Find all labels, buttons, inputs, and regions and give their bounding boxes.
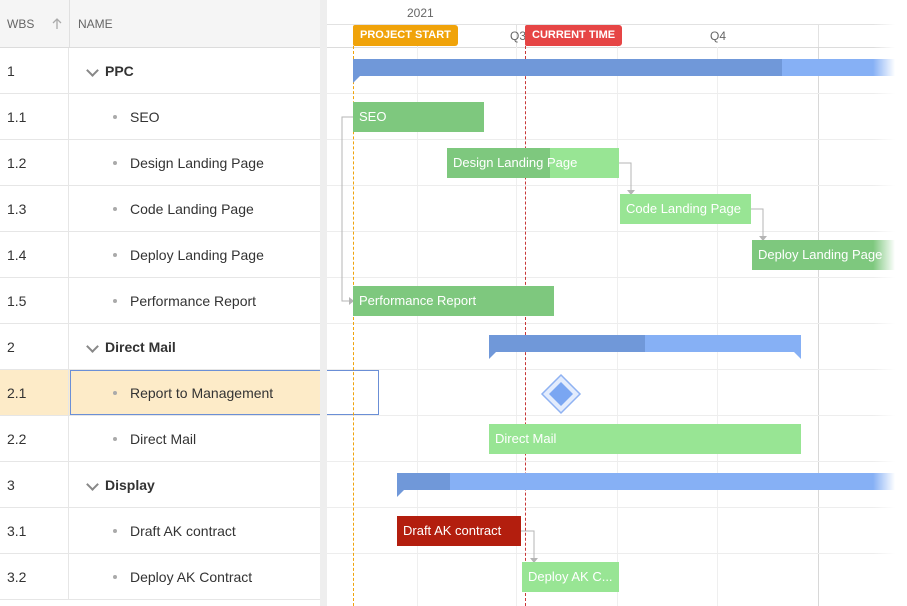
task-bar-deploy-landing-page[interactable]: Deploy Landing Page	[752, 240, 895, 270]
wbs-cell: 1.1	[0, 94, 69, 139]
bullet-icon	[113, 207, 117, 211]
summary-bar-display[interactable]	[397, 473, 451, 490]
grid-header: WBS NAME	[0, 0, 320, 48]
task-bar-design-landing-page[interactable]: Design Landing Page	[447, 148, 619, 178]
name-cell: SEO	[130, 109, 160, 125]
task-bar-direct-mail[interactable]: Direct Mail	[489, 424, 801, 454]
table-row[interactable]: 1 PPC	[0, 48, 320, 94]
table-row-selected[interactable]: 2.1 Report to Management	[0, 370, 379, 416]
quarter-label: Q3	[510, 29, 527, 43]
bullet-icon	[113, 161, 117, 165]
bullet-icon	[113, 253, 117, 257]
wbs-cell: 3.1	[0, 508, 69, 553]
bullet-icon	[113, 529, 117, 533]
year-label: 2021	[407, 6, 434, 20]
table-row[interactable]: 1.1 SEO	[0, 94, 320, 140]
name-cell: Design Landing Page	[130, 155, 264, 171]
arrow-up-icon[interactable]	[52, 17, 62, 31]
name-cell: Code Landing Page	[130, 201, 254, 217]
task-bar-deploy-ak-contract[interactable]: Deploy AK C...	[522, 562, 619, 592]
wbs-cell: 1.5	[0, 278, 69, 323]
name-cell: Deploy AK Contract	[130, 569, 253, 585]
bullet-icon	[113, 437, 117, 441]
table-row[interactable]: 1.2 Design Landing Page	[0, 140, 320, 186]
wbs-cell: 2	[0, 324, 69, 369]
name-column-header[interactable]: NAME	[78, 17, 113, 31]
bullet-icon	[113, 299, 117, 303]
wbs-column-header[interactable]: WBS	[7, 17, 35, 31]
name-cell: Display	[105, 477, 155, 493]
task-bar-code-landing-page[interactable]: Code Landing Page	[620, 194, 751, 224]
current-time-line	[525, 46, 526, 606]
project-start-line	[353, 46, 354, 606]
wbs-cell: 2.2	[0, 416, 69, 461]
wbs-cell: 1.3	[0, 186, 69, 231]
quarter-label: Q4	[710, 29, 727, 43]
name-cell: PPC	[105, 63, 134, 79]
wbs-cell: 1.4	[0, 232, 69, 277]
name-cell: Performance Report	[130, 293, 257, 309]
bullet-icon	[113, 115, 117, 119]
name-cell: Draft AK contract	[130, 523, 236, 539]
wbs-cell: 3.2	[0, 554, 69, 599]
wbs-cell: 1	[0, 48, 69, 93]
bullet-icon	[113, 391, 117, 395]
current-time-marker[interactable]: CURRENT TIME	[525, 25, 623, 46]
table-row[interactable]: 2.2 Direct Mail	[0, 416, 320, 462]
summary-bar-direct-mail[interactable]	[489, 335, 646, 352]
project-start-marker[interactable]: PROJECT START	[353, 25, 458, 46]
gantt-chart: 2021 Q3 Q4	[327, 0, 895, 606]
table-row[interactable]: 2 Direct Mail	[0, 324, 320, 370]
table-row[interactable]: 1.5 Performance Report	[0, 278, 320, 324]
name-cell: Direct Mail	[105, 339, 176, 355]
task-bar-draft-ak-contract[interactable]: Draft AK contract	[397, 516, 521, 546]
name-cell[interactable]: Report to Management	[70, 370, 379, 415]
task-bar-performance-report[interactable]: Performance Report	[353, 286, 554, 316]
table-row[interactable]: 3.1 Draft AK contract	[0, 508, 320, 554]
wbs-cell: 3	[0, 462, 69, 507]
wbs-cell: 1.2	[0, 140, 69, 185]
wbs-cell: 2.1	[0, 370, 69, 415]
table-row[interactable]: 1.3 Code Landing Page	[0, 186, 320, 232]
name-cell: Direct Mail	[130, 431, 197, 447]
task-bar-seo[interactable]: SEO	[353, 102, 484, 132]
name-cell: Deploy Landing Page	[130, 247, 264, 263]
summary-bar-ppc[interactable]	[353, 59, 783, 76]
table-row[interactable]: 1.4 Deploy Landing Page	[0, 232, 320, 278]
diamond-icon[interactable]	[540, 373, 582, 415]
dependency-links	[341, 116, 767, 563]
task-grid: WBS NAME 1 PPC 1.1 SEO 1.2 Design Landin…	[0, 0, 379, 606]
table-row[interactable]: 3.2 Deploy AK Contract	[0, 554, 320, 600]
bullet-icon	[113, 575, 117, 579]
table-row[interactable]: 3 Display	[0, 462, 320, 508]
grid-splitter[interactable]	[320, 0, 327, 606]
